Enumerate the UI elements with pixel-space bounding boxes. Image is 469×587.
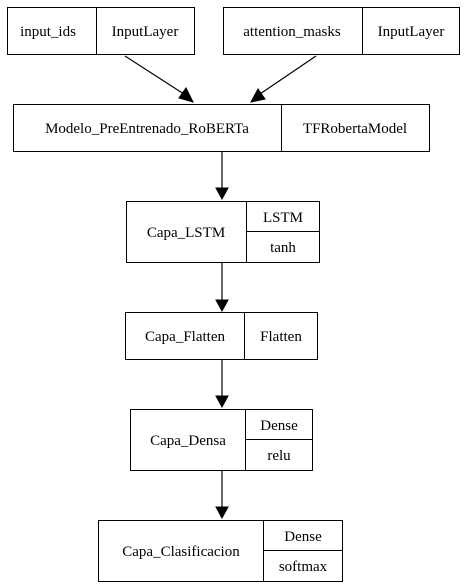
edge-roberta-to-lstm (215, 152, 229, 201)
layer-name: Capa_Flatten (145, 329, 225, 345)
layer-type: Dense (260, 418, 298, 434)
edge-input-ids-to-roberta (124, 55, 194, 103)
edge-lstm-to-flatten (215, 263, 229, 313)
edge-flatten-to-dense (215, 360, 229, 409)
layer-type: LSTM (263, 210, 303, 226)
layer-name: attention_masks (243, 24, 341, 40)
layer-name: Capa_Densa (150, 433, 226, 449)
layer-name: Capa_LSTM (147, 225, 225, 241)
node-lstm: Capa_LSTM LSTM tanh (126, 201, 320, 263)
node-dense: Capa_Densa Dense relu (130, 409, 313, 471)
node-roberta: Modelo_PreEntrenado_RoBERTa TFRobertaMod… (13, 104, 430, 152)
node-flatten: Capa_Flatten Flatten (125, 312, 318, 360)
layer-activation: tanh (270, 240, 296, 256)
edge-attention-masks-to-roberta (250, 55, 317, 103)
arrowhead-icon (215, 395, 229, 409)
node-attention-masks: attention_masks InputLayer (223, 7, 460, 55)
arrowhead-icon (215, 187, 229, 201)
layer-type: Dense (284, 529, 322, 545)
layer-type: InputLayer (112, 24, 179, 40)
arrowhead-icon (215, 506, 229, 520)
edges (124, 55, 317, 520)
layer-activation: relu (267, 448, 291, 464)
layer-name: Capa_Clasificacion (122, 544, 240, 560)
layer-activation: softmax (279, 559, 328, 575)
node-input-ids: input_ids InputLayer (7, 7, 195, 55)
arrowhead-icon (250, 88, 266, 103)
layer-name: Modelo_PreEntrenado_RoBERTa (45, 121, 249, 137)
arrowhead-icon (215, 299, 229, 313)
layer-type: Flatten (260, 329, 302, 345)
layer-type: InputLayer (378, 24, 445, 40)
arrowhead-icon (178, 87, 194, 103)
node-clasificacion: Capa_Clasificacion Dense softmax (98, 520, 343, 582)
edge-dense-to-clasificacion (215, 471, 229, 520)
layer-type: TFRobertaModel (303, 121, 407, 137)
layer-name: input_ids (20, 24, 76, 40)
